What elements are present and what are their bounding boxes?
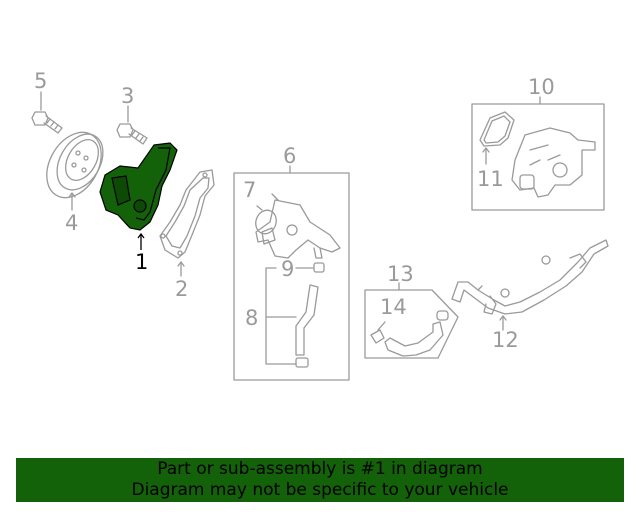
thermostat-box-part-6 (233, 165, 350, 381)
callout-8[interactable]: 8 (245, 306, 259, 330)
disclaimer-banner: Part or sub-assembly is #1 in diagram Di… (16, 458, 624, 502)
banner-line-1: Part or sub-assembly is #1 in diagram (157, 459, 483, 479)
callout-9[interactable]: 9 (281, 257, 295, 281)
callout-12[interactable]: 12 (492, 328, 519, 352)
callout-13[interactable]: 13 (387, 262, 414, 286)
callout-1[interactable]: 1 (135, 250, 149, 274)
callout-7[interactable]: 7 (243, 178, 257, 202)
callout-5[interactable]: 5 (34, 69, 48, 93)
hose-box-part-13 (364, 282, 459, 359)
pipe-part-12 (451, 239, 609, 331)
callout-14[interactable]: 14 (380, 295, 407, 319)
pulley-part-4 (46, 131, 104, 211)
banner-line-2: Diagram may not be specific to your vehi… (131, 480, 509, 500)
control-box-part-10 (471, 96, 605, 211)
gasket-part-2 (159, 169, 215, 277)
callout-4[interactable]: 4 (65, 211, 79, 235)
bolt-part-3 (116, 105, 148, 145)
callout-3[interactable]: 3 (121, 84, 135, 108)
callout-2[interactable]: 2 (175, 277, 189, 301)
callout-6[interactable]: 6 (283, 144, 297, 168)
water-pump-part-1 (99, 142, 178, 231)
bolt-part-5 (31, 91, 63, 134)
callout-11[interactable]: 11 (477, 167, 504, 191)
callout-10[interactable]: 10 (528, 75, 555, 99)
